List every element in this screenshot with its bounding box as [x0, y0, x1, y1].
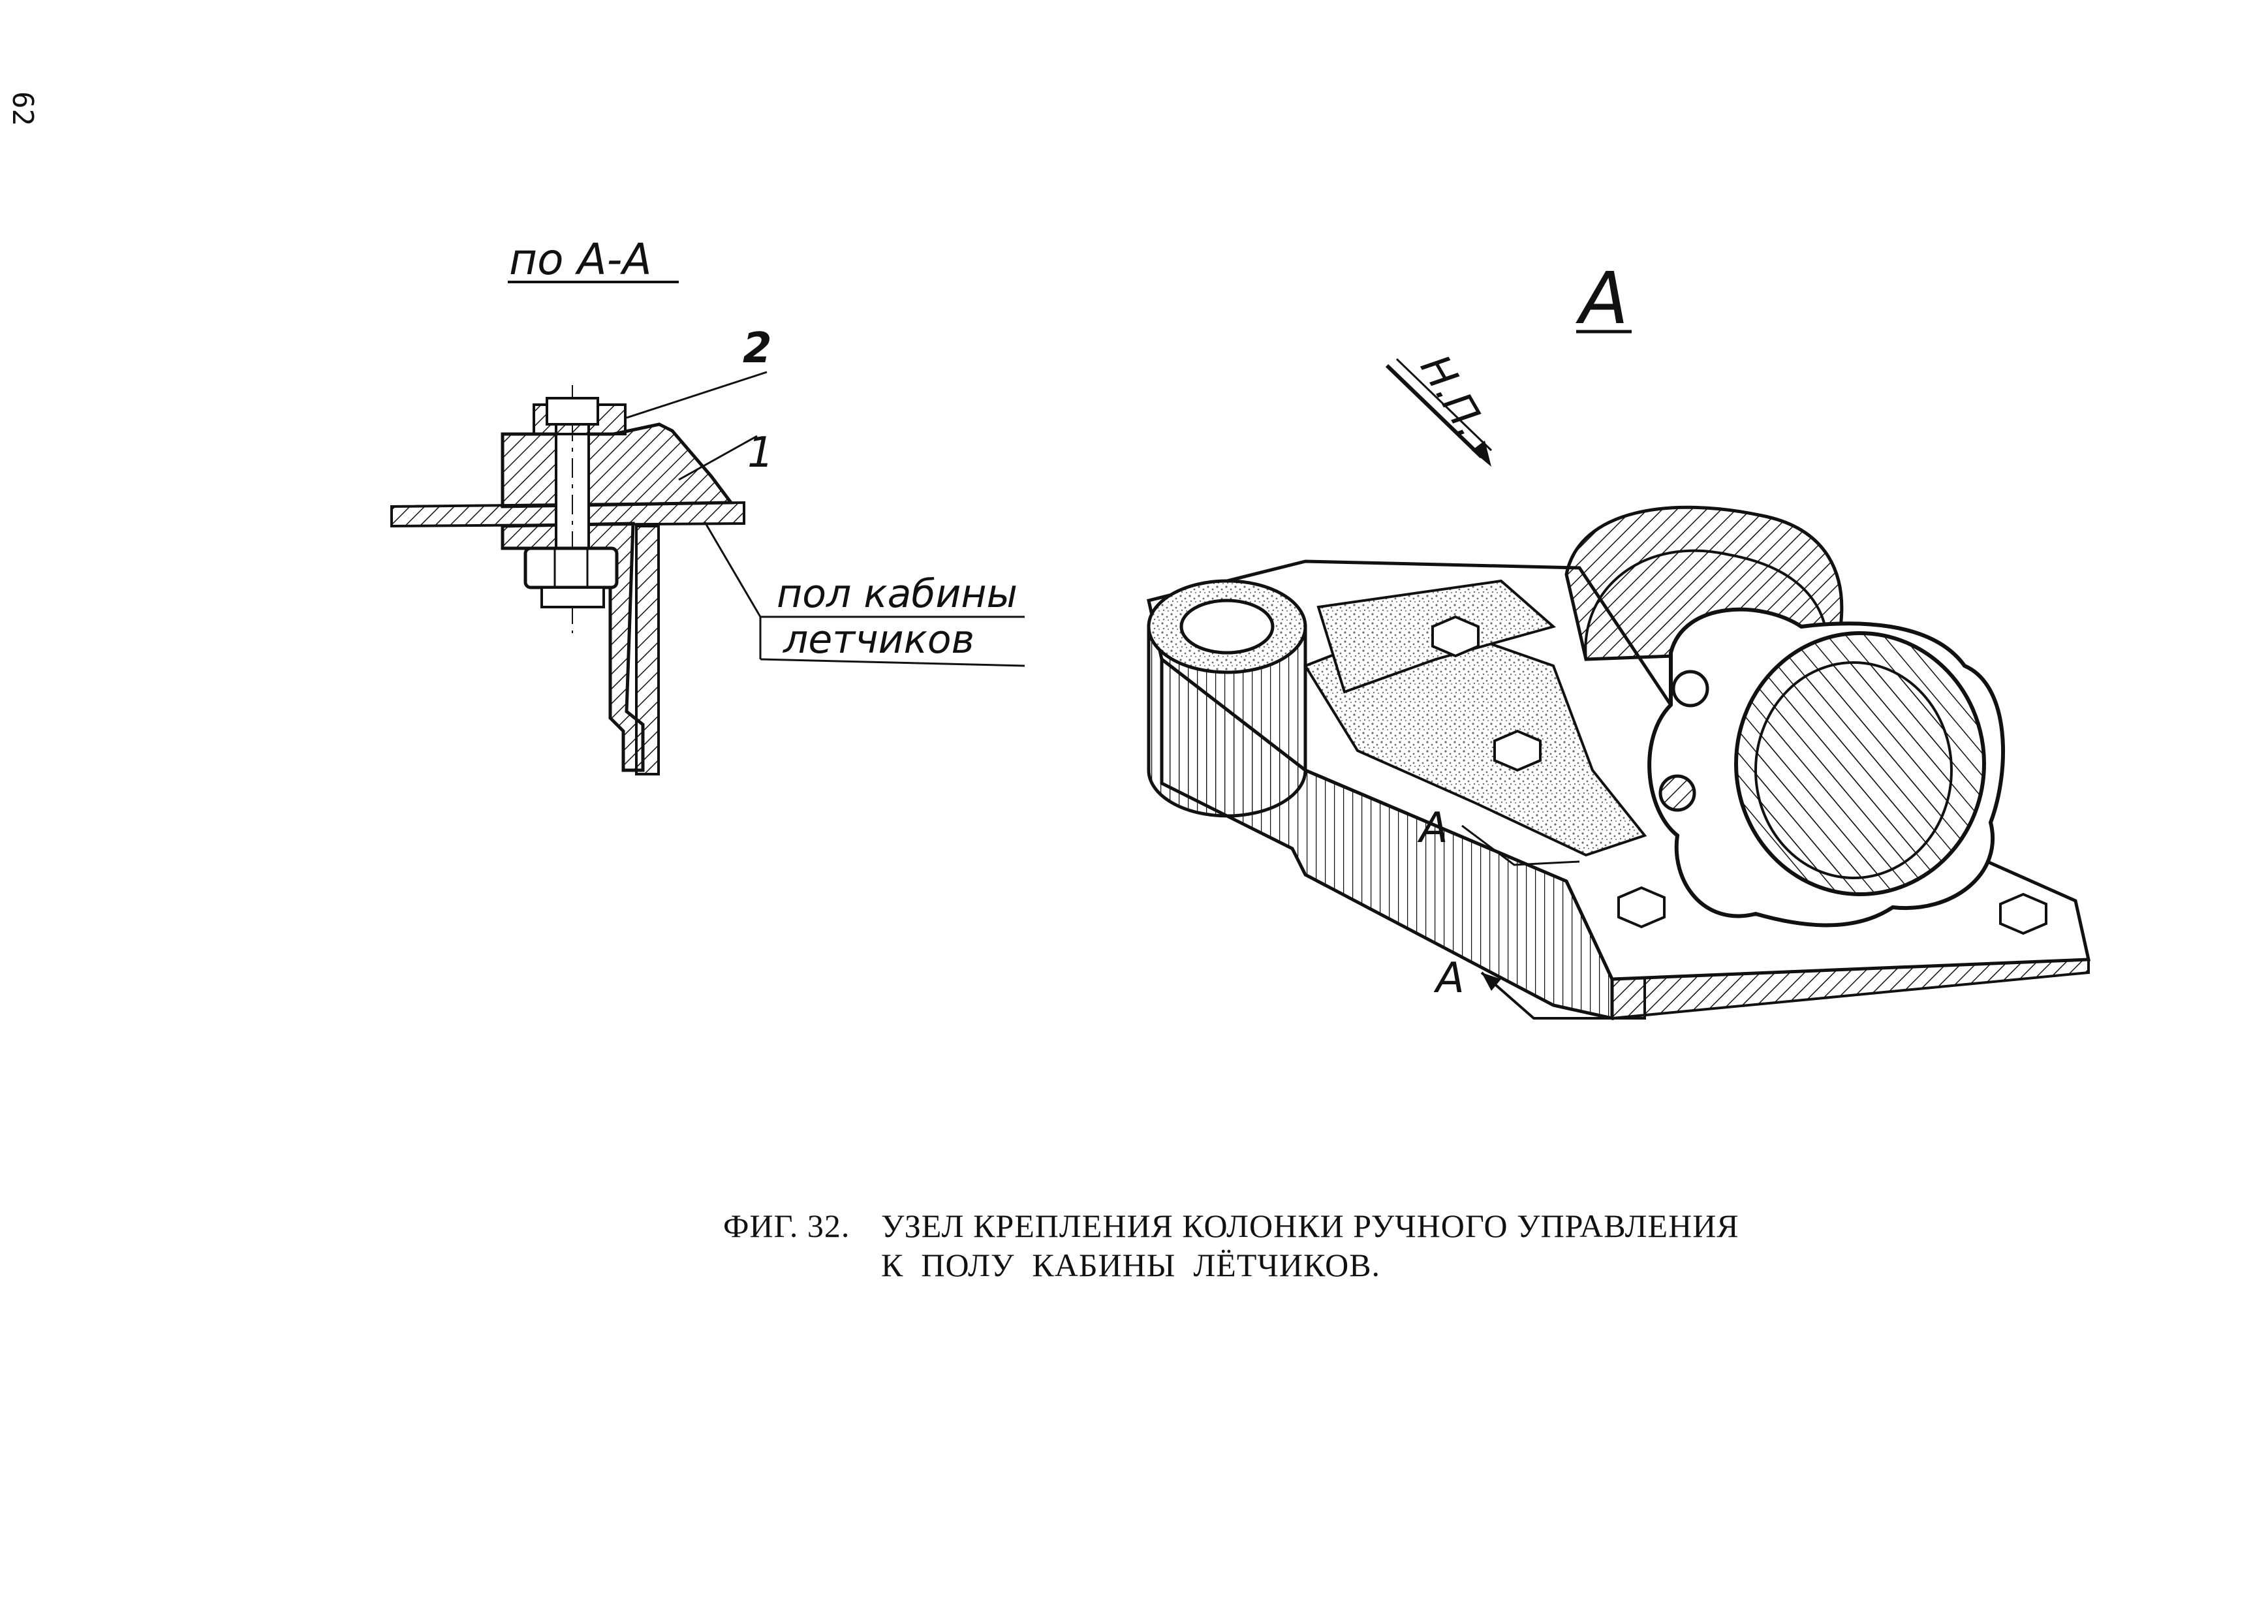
direction-arrow: Н.П.	[1385, 347, 1496, 467]
section-view-title: по А-А	[509, 234, 652, 285]
view-a-title: А	[1576, 257, 1628, 340]
nut-washer	[540, 586, 605, 608]
floor-label-leader	[704, 522, 762, 617]
callout-1-leader	[678, 435, 758, 481]
bolt-head-1	[1431, 615, 1480, 658]
bolt-head-2	[1493, 729, 1542, 772]
floor-label-line1: пол кабины	[777, 571, 1017, 617]
callout-2: 2	[743, 324, 772, 373]
left-boss	[1147, 579, 1307, 818]
bolt-head-3	[1617, 886, 1666, 929]
caption-line-2: К ПОЛУ КАБИНЫ ЛЁТЧИКОВ.	[881, 1247, 1381, 1283]
bracket-body	[501, 422, 734, 508]
nut	[523, 546, 619, 589]
section-view: по А-А 2 1 пол кабины летчиков	[390, 234, 1025, 775]
bolt-head-4	[1999, 892, 2047, 935]
section-mark-upper: А	[1417, 804, 1448, 852]
figure-label: ФИГ. 32.	[723, 1208, 850, 1244]
view-a: А Н.П.	[1147, 257, 2091, 1021]
section-mark-lower: А	[1433, 954, 1465, 1003]
callout-2-leader	[626, 371, 768, 419]
callout-1: 1	[747, 429, 774, 477]
bearing-housing	[1564, 505, 2006, 928]
floor-label-line2: летчиков	[783, 617, 974, 663]
vertical-web	[635, 525, 660, 775]
direction-label: Н.П.	[1411, 347, 1496, 445]
caption-line-1: УЗЕЛ КРЕПЛЕНИЯ КОЛОНКИ РУЧНОГО УПРАВЛЕНИ…	[881, 1208, 1739, 1244]
base-plate-right-edge	[1611, 958, 2090, 1020]
figure-caption: ФИГ. 32. УЗЕЛ КРЕПЛЕНИЯ КОЛОНКИ РУЧНОГО У…	[723, 1206, 1739, 1285]
bolt-head	[546, 397, 599, 426]
